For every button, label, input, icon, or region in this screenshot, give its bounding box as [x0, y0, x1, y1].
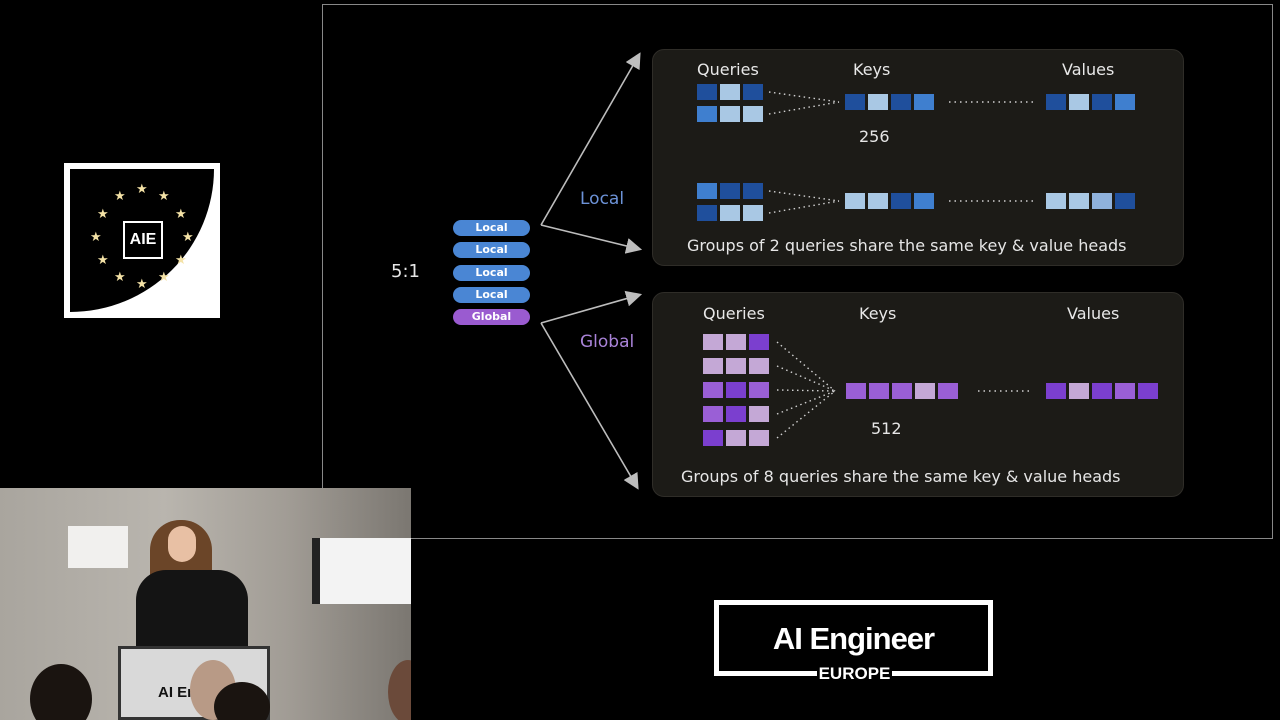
value-blocks [1046, 383, 1158, 399]
local-attention-panel: Queries Keys Values [652, 49, 1184, 266]
queries-label: Queries [703, 304, 765, 323]
star-icon: ★ [90, 230, 102, 245]
global-caption: Groups of 8 queries share the same key &… [681, 467, 1121, 486]
star-icon: ★ [158, 270, 170, 285]
star-icon: ★ [158, 189, 170, 204]
aie-logo-text: AIE [123, 221, 163, 259]
audience-head [214, 682, 270, 720]
aie-logo: ★ ★ ★ ★ ★ ★ ★ ★ ★ ★ ★ ★ AIE [64, 163, 220, 318]
star-icon: ★ [182, 230, 194, 245]
projector-screen [312, 538, 411, 604]
query-blocks [697, 84, 763, 122]
local-blocks [697, 84, 1135, 221]
ratio-label: 5:1 [391, 261, 420, 282]
star-icon: ★ [175, 207, 187, 222]
audience-head [388, 660, 411, 720]
star-icon: ★ [97, 207, 109, 222]
keys-label: Keys [859, 304, 897, 323]
key-blocks [845, 94, 934, 110]
slide: 5:1 Local Local Local Local Global Local… [322, 4, 1273, 539]
audience-head [30, 664, 92, 720]
values-label: Values [1067, 304, 1120, 323]
arrow-local-bottom [540, 224, 643, 254]
star-icon: ★ [136, 182, 148, 197]
value-blocks [1046, 94, 1135, 110]
values-label: Values [1062, 60, 1115, 79]
layer-pill-local: Local [453, 242, 530, 258]
branch-arrows [540, 52, 643, 490]
podium-text: AI En [158, 684, 197, 701]
local-dim-label: 256 [859, 127, 890, 146]
ai-engineer-europe-logo: AI Engineer EUROPE [714, 600, 993, 684]
queries-label: Queries [697, 60, 759, 79]
query-blocks [697, 183, 763, 221]
branch-label-local: Local [580, 189, 625, 209]
star-icon: ★ [136, 277, 148, 292]
logo-subtitle: EUROPE [817, 664, 892, 684]
query-blocks [703, 334, 769, 446]
global-attention-panel: Queries Keys Values 512 [652, 292, 1184, 497]
layer-pill-local: Local [453, 220, 530, 236]
star-icon: ★ [175, 253, 187, 268]
branch-label-global: Global [580, 332, 635, 352]
logo-title: AI Engineer [772, 621, 935, 656]
key-blocks [846, 383, 958, 399]
arrow-global-bottom [540, 322, 639, 490]
key-blocks [845, 193, 934, 209]
logo-background: ★ ★ ★ ★ ★ ★ ★ ★ ★ ★ ★ ★ AIE [70, 169, 214, 312]
star-icon: ★ [114, 270, 126, 285]
layer-pill-global: Global [453, 309, 530, 325]
arrow-local-top [540, 52, 641, 226]
star-icon: ★ [114, 189, 126, 204]
speaker-shirt [136, 570, 248, 660]
layer-pill-local: Local [453, 265, 530, 281]
global-blocks [703, 334, 1158, 446]
wall-paper [68, 526, 128, 568]
value-blocks [1046, 193, 1135, 209]
star-icon: ★ [97, 253, 109, 268]
speaker-face [168, 526, 196, 562]
keys-label: Keys [853, 60, 891, 79]
layer-pill-local: Local [453, 287, 530, 303]
local-caption: Groups of 2 queries share the same key &… [687, 236, 1127, 255]
global-dim-label: 512 [871, 419, 902, 438]
arrow-global-top [540, 290, 643, 324]
speaker-video: AI En [0, 488, 411, 720]
